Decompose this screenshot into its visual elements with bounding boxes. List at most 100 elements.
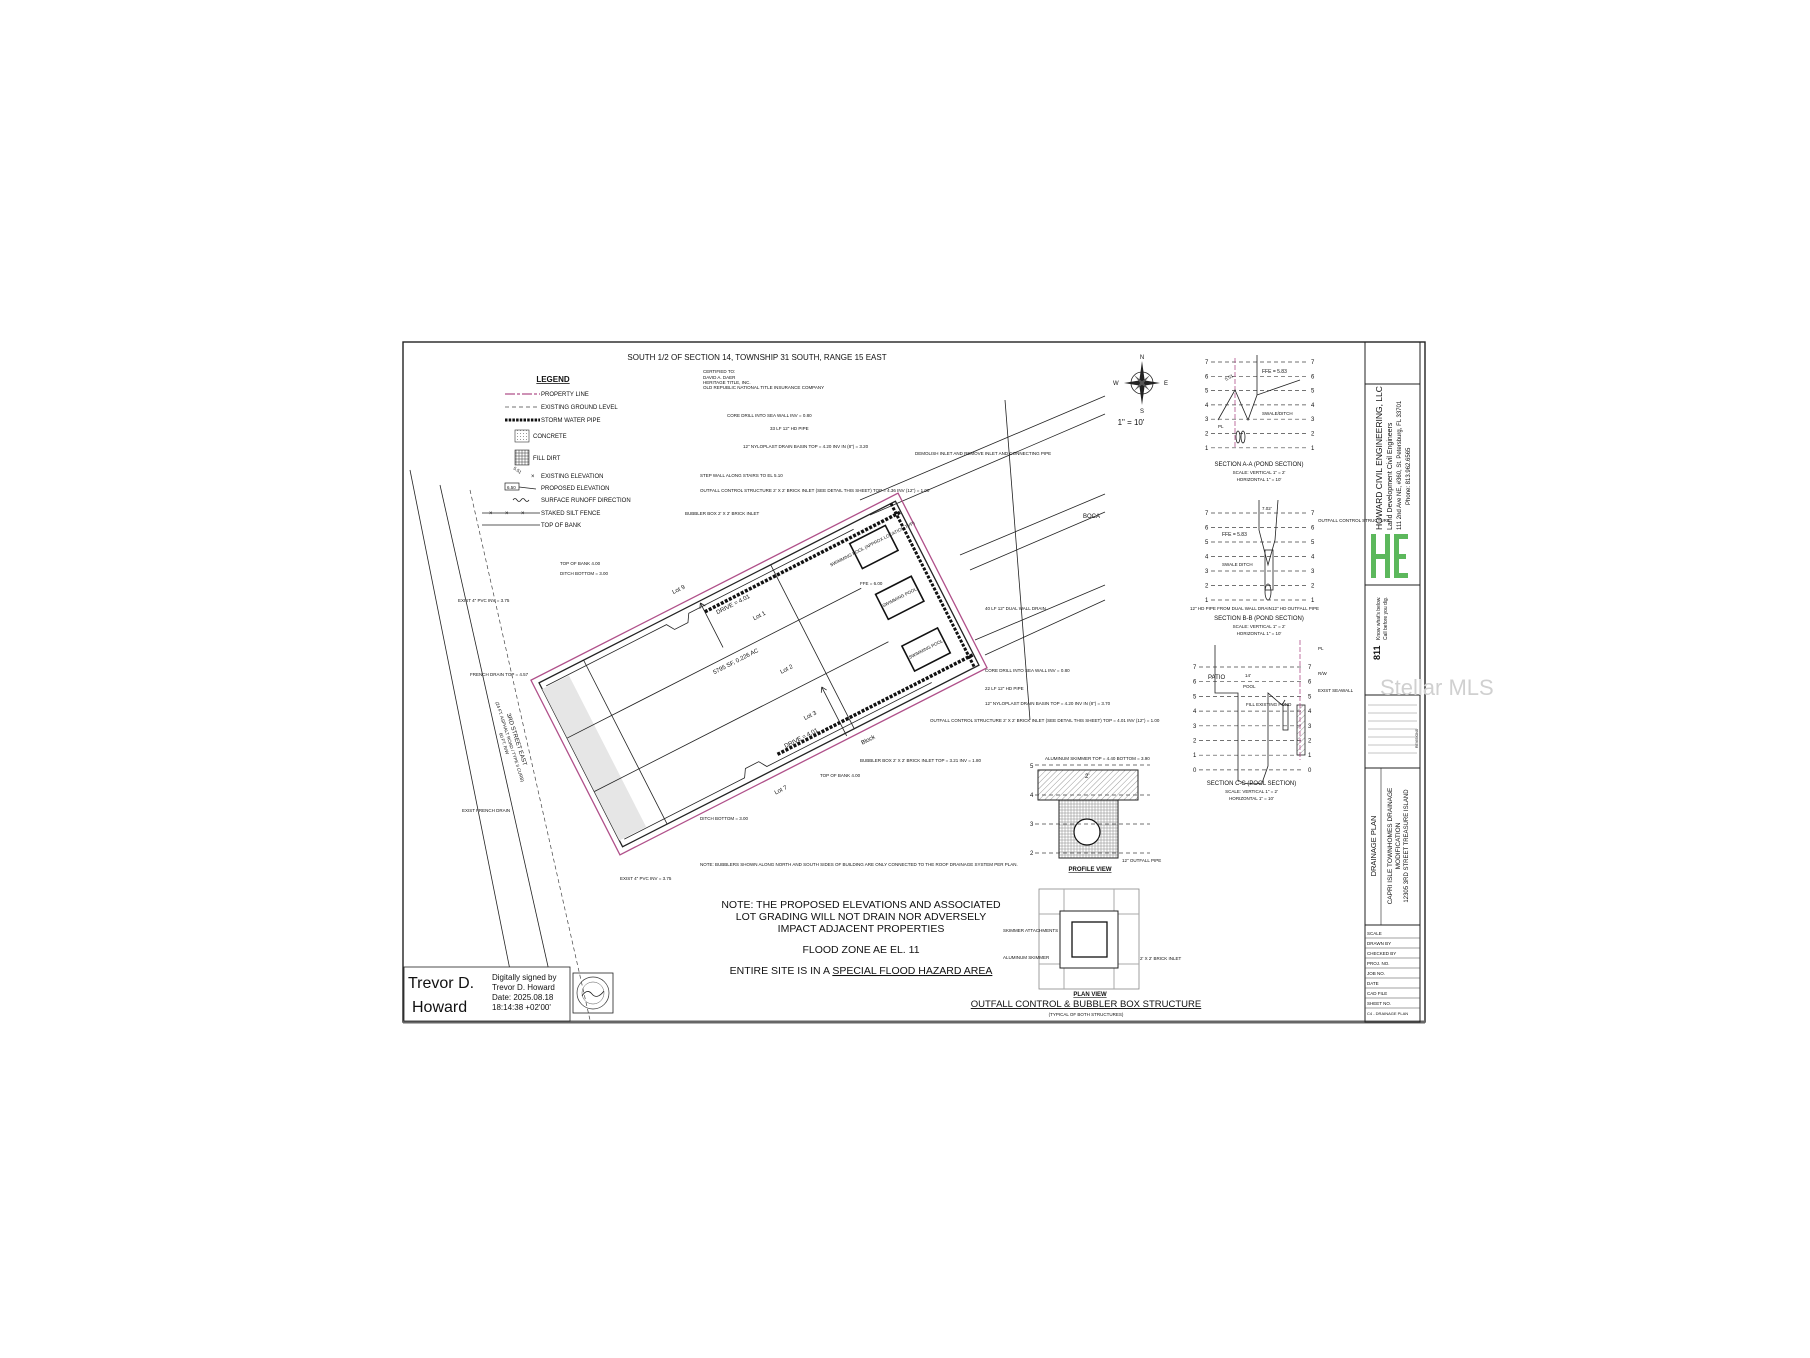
flood-zone: FLOOD ZONE AE EL. 11 (802, 944, 919, 956)
svg-text:Lot 3: Lot 3 (803, 710, 818, 722)
certified-to: CERTIFIED TO: DAVID A. DAER HERITAGE TIT… (703, 369, 824, 390)
level-label: 1 (1311, 446, 1315, 452)
svg-text:TOP OF BANK 4.00: TOP OF BANK 4.00 (820, 773, 861, 778)
svg-text:18:14:38 +02'00': 18:14:38 +02'00' (492, 1003, 551, 1012)
project-name: CAPRI ISLE TOWNHOMES DRAINAGE (1387, 787, 1394, 904)
svg-text:40 LF 12" DUAL WALL DRAIN: 40 LF 12" DUAL WALL DRAIN (985, 606, 1046, 611)
section-header: SOUTH 1/2 OF SECTION 14, TOWNSHIP 31 SOU… (627, 353, 886, 362)
svg-text:HORIZONTAL 1" = 10': HORIZONTAL 1" = 10' (1237, 631, 1282, 636)
svg-text:SKIMMER ATTACHMENTS: SKIMMER ATTACHMENTS (1003, 928, 1058, 933)
level-label: 1 (1205, 598, 1209, 604)
svg-text:12" NYLOPLAST DRAIN BASIN TOP: 12" NYLOPLAST DRAIN BASIN TOP = 4.20 INV… (743, 444, 869, 449)
level-label: 5 (1308, 694, 1312, 700)
level-label: 6 (1193, 680, 1197, 686)
svg-text:Block: Block (861, 734, 878, 746)
company-logo (1371, 534, 1408, 578)
level-label: 5 (1193, 694, 1197, 700)
legend: LEGEND PROPERTY LINE EXISTING GROUND LEV… (482, 375, 631, 529)
sheet-name: DRAINAGE PLAN (1369, 816, 1378, 877)
drawing-scale: 1" = 10' (1118, 418, 1145, 427)
level-label: 2 (1205, 584, 1209, 590)
svg-text:OUTFALL CONTROL STRUCTURE 2' X: OUTFALL CONTROL STRUCTURE 2' X 2' BRICK … (700, 488, 930, 493)
svg-text:C4 - DRAINAGE PLAN: C4 - DRAINAGE PLAN (1367, 1011, 1408, 1016)
svg-text:OUTFALL CONTROL STRUCTURE: OUTFALL CONTROL STRUCTURE (1318, 518, 1390, 523)
watermark: Stellar MLS (1380, 675, 1494, 700)
svg-text:×: × (489, 511, 493, 517)
level-label: 7 (1205, 511, 1209, 517)
svg-text:CORE DRILL INTO SEA WALL INV =: CORE DRILL INTO SEA WALL INV = 0.80 (727, 413, 812, 418)
section-title: SECTION B-B (POND SECTION) (1214, 616, 1304, 622)
svg-text:FILL EXISTING POND: FILL EXISTING POND (1246, 702, 1292, 707)
level-label: 3 (1311, 417, 1315, 423)
level-label: 6 (1308, 680, 1312, 686)
svg-text:TOP OF BANK: TOP OF BANK (541, 523, 581, 529)
svg-text:12" OUTFALL PIPE: 12" OUTFALL PIPE (1122, 858, 1161, 863)
svg-text:Land Development Civil Enginee: Land Development Civil Engineers (1387, 422, 1394, 530)
title-block-field: DATE (1367, 981, 1379, 986)
svg-text:BUBBLER BOX 2' X 2' BRICK INLE: BUBBLER BOX 2' X 2' BRICK INLET TOP = 3.… (860, 758, 981, 763)
svg-text:PL: PL (1318, 646, 1324, 651)
svg-text:ALUMINUM SKIMMER: ALUMINUM SKIMMER (1003, 955, 1050, 960)
svg-text:111 2nd Ave NE, #360, St. Pete: 111 2nd Ave NE, #360, St. Petersburg, FL… (1397, 400, 1403, 530)
level-label: 3 (1193, 724, 1197, 730)
svg-text:Phone: 813.962.6565: Phone: 813.962.6565 (1406, 447, 1412, 505)
svg-text:SCALE: VERTICAL 1" = 2': SCALE: VERTICAL 1" = 2' (1233, 624, 1286, 629)
svg-text:FFE = 5.83: FFE = 5.83 (1262, 369, 1287, 375)
svg-text:FILL DIRT: FILL DIRT (533, 456, 561, 462)
runoff-symbol (512, 498, 530, 502)
svg-text:Call before you dig.: Call before you dig. (1383, 597, 1389, 640)
svg-text:SWALE DITCH: SWALE DITCH (1222, 562, 1253, 567)
title-block: HOWARD CIVIL ENGINEERING, LLC Land Devel… (1364, 341, 1421, 1023)
svg-text:5: 5 (1030, 764, 1034, 770)
fill-dirt-area (542, 675, 647, 841)
level-label: 5 (1311, 540, 1315, 546)
svg-text:Lot 1: Lot 1 (752, 610, 767, 622)
svg-text:STORM WATER PIPE: STORM WATER PIPE (541, 418, 601, 424)
svg-text:HORIZONTAL 1" = 10': HORIZONTAL 1" = 10' (1237, 477, 1282, 482)
level-label: 3 (1205, 569, 1209, 575)
level-label: 7 (1205, 360, 1209, 366)
detail-title: OUTFALL CONTROL & BUBBLER BOX STRUCTURE (971, 999, 1202, 1010)
swimming-pool (848, 524, 900, 570)
svg-text:12" NYLOPLAST DRAIN BASIN TOP: 12" NYLOPLAST DRAIN BASIN TOP = 4.20 INV… (985, 701, 1111, 706)
level-label: 4 (1311, 403, 1315, 409)
svg-text:SWIMMING POOL: SWIMMING POOL (908, 638, 944, 660)
level-label: 7 (1311, 511, 1315, 517)
svg-text:EXISTING ELEVATION: EXISTING ELEVATION (541, 474, 603, 480)
level-label: 7 (1308, 665, 1312, 671)
level-label: 6 (1311, 374, 1315, 380)
level-label: 2 (1308, 739, 1312, 745)
svg-text:×: × (531, 474, 535, 480)
svg-text:BOCA: BOCA (1083, 514, 1100, 520)
svg-text:LEGEND: LEGEND (536, 375, 570, 384)
svg-text:FRENCH DRAIN TOP = 4.57: FRENCH DRAIN TOP = 4.57 (470, 672, 529, 677)
svg-text:5.51: 5.51 (512, 466, 522, 475)
svg-text:NOTE: THE PROPOSED ELEVATIONS: NOTE: THE PROPOSED ELEVATIONS AND ASSOCI… (721, 899, 1001, 911)
level-label: 1 (1311, 598, 1315, 604)
svg-text:PROPERTY LINE: PROPERTY LINE (541, 392, 589, 398)
svg-text:SCALE: VERTICAL 1" = 2': SCALE: VERTICAL 1" = 2' (1225, 789, 1278, 794)
svg-text:PROPOSED ELEVATION: PROPOSED ELEVATION (541, 486, 609, 492)
svg-text:6.50: 6.50 (507, 485, 516, 490)
section-title: SECTION A-A (POND SECTION) (1214, 462, 1303, 468)
svg-text:Trevor D. Howard: Trevor D. Howard (492, 983, 555, 992)
swimming-pool (874, 575, 925, 621)
level-label: 6 (1311, 526, 1315, 532)
svg-text:N: N (1140, 355, 1144, 361)
svg-text:SCALE: VERTICAL 1" = 2': SCALE: VERTICAL 1" = 2' (1233, 470, 1286, 475)
title-block-field: CHECKED BY (1367, 951, 1396, 956)
svg-text:PATIO: PATIO (1208, 675, 1225, 681)
title-block-field: SHEET NO. (1367, 1001, 1391, 1006)
level-label: 4 (1205, 555, 1209, 561)
title-block-field: JOB NO. (1367, 971, 1385, 976)
svg-text:SWALE/DITCH: SWALE/DITCH (1262, 411, 1293, 416)
flood-hazard-note: ENTIRE SITE IS IN A SPECIAL FLOOD HAZARD… (730, 965, 993, 977)
svg-text:Howard: Howard (412, 999, 467, 1016)
svg-text:REVISIONS: REVISIONS (1415, 728, 1419, 748)
level-label: 7 (1193, 665, 1197, 671)
svg-text:CORE DRILL INTO SEA WALL INV =: CORE DRILL INTO SEA WALL INV = 0.80 (985, 668, 1070, 673)
svg-text:E: E (1164, 381, 1168, 387)
svg-text:EXISTING GROUND LEVEL: EXISTING GROUND LEVEL (541, 405, 618, 411)
level-label: 2 (1205, 432, 1209, 438)
